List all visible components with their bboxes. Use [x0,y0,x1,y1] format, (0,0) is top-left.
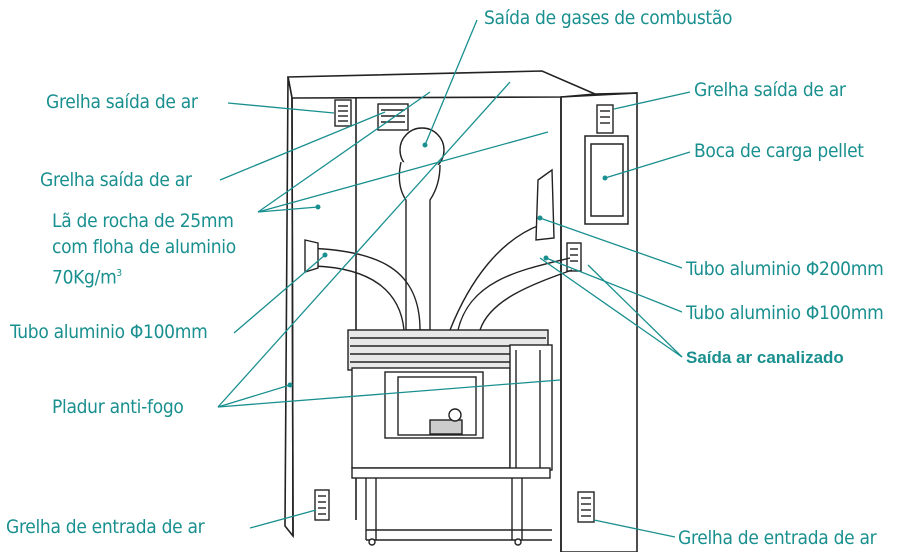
flue-pipe-icon [398,127,445,331]
leader-rock2 [257,131,549,213]
label-pellet-hatch: Boca de carga pellet [694,140,864,162]
cabinet-outline [284,70,638,552]
leader-ducted2 [539,257,683,358]
leader-lines [217,19,691,538]
grille-bottom-left-icon [314,489,330,521]
grille-top-left-icon [334,99,352,127]
leader-ducted1 [587,264,683,358]
pellet-hatch-icon [584,135,629,225]
label-grille-out-left: Grelha saída de ar [46,91,198,113]
label-rockwool-exponent: 3 [116,268,122,279]
leader-tube-200 [539,217,683,269]
label-ducted-air: Saída ar canalizado [686,348,844,367]
grille-mid-right-icon [566,242,582,272]
leader-grille-out-right [613,91,691,110]
leader-grille-out-left2 [219,111,386,181]
leader-dots [287,142,608,388]
grille-bottom-right-icon [577,491,595,523]
leader-plaster3 [217,379,561,408]
leader-tube-100 [545,257,683,313]
leader-grille-out-left [227,102,335,114]
duct-pipes-icon [304,168,573,331]
grille-top-center-icon [377,103,409,131]
label-grille-in-left: Grelha de entrada de ar [6,516,205,538]
label-tube-200: Tubo aluminio Φ200mm [686,258,884,280]
label-gas-exhaust: Saída de gases de combustão [484,7,733,29]
leader-plaster2 [217,384,291,408]
leader-rock1 [257,91,431,213]
label-grille-in-right: Grelha de entrada de ar [678,527,877,549]
label-tube-left: Tubo aluminio Φ100mm [10,321,208,343]
label-rockwool-line1: Lã de rocha de 25mm [52,210,234,232]
grille-group [314,99,614,523]
label-fire-plaster: Pladur anti-fogo [52,396,184,418]
label-tube-100-right: Tubo aluminio Φ100mm [686,302,884,324]
leader-gas [424,19,478,146]
label-rockwool-line2: com floha de aluminio [52,236,236,258]
label-rockwool-density: 70Kg/m [52,266,117,289]
leader-tube-left [233,254,326,334]
leader-pellet [604,151,691,179]
label-grille-out-right: Grelha saída de ar [694,79,846,101]
leader-grille-in-left [249,509,317,529]
label-rockwool-line3: 70Kg/m3 [52,262,122,289]
leader-plaster1 [217,81,511,408]
grille-top-right-icon [596,104,614,134]
leader-rock3 [257,206,319,213]
stove-icon [347,329,553,546]
leader-grille-in-right [593,519,676,538]
label-grille-out-left2: Grelha saída de ar [40,169,192,191]
